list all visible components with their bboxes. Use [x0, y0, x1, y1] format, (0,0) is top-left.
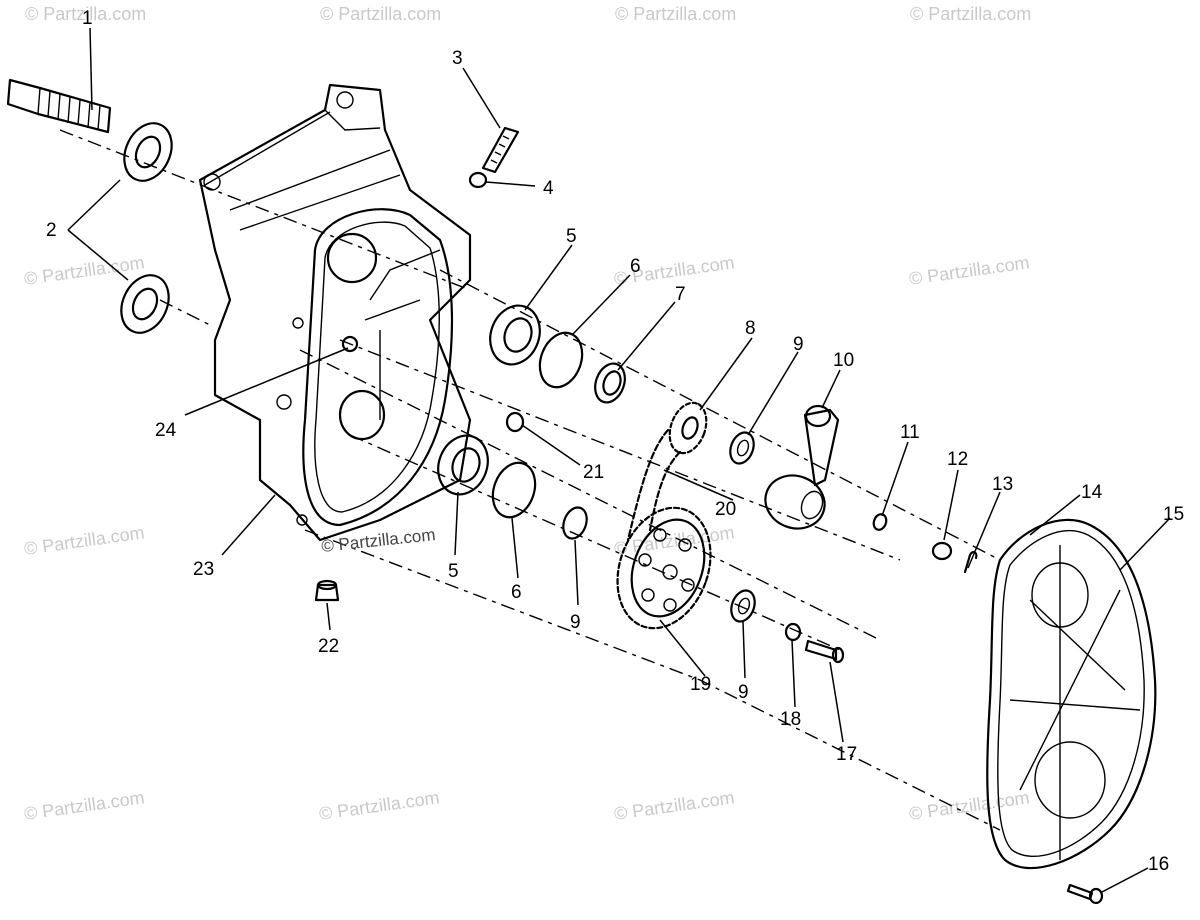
- callout-6-lower: 6: [511, 582, 522, 603]
- snap-ring-upper: [538, 331, 584, 389]
- callout-13: 13: [992, 474, 1013, 495]
- callout-18: 18: [780, 709, 801, 730]
- callout-labels: 1 2 3 4 5 5 6 6 7 8 9 9 9 10 11 12 13 14…: [46, 8, 1184, 875]
- callout-2: 2: [46, 220, 57, 241]
- nut-21: [505, 411, 525, 433]
- watermark: © Partzilla.com: [23, 252, 146, 289]
- watermark: © Partzilla.com: [25, 4, 146, 24]
- splined-shaft: [6, 78, 112, 134]
- watermark: © Partzilla.com: [615, 4, 736, 24]
- chaincase-cover: [986, 518, 1157, 870]
- bearing-upper: [489, 304, 541, 366]
- spacer-7: [594, 362, 626, 404]
- nut-12: [931, 541, 953, 561]
- callout-24: 24: [155, 420, 177, 441]
- washer-9c: [730, 589, 756, 623]
- watermark: © Partzilla.com: [318, 787, 441, 824]
- screw-16: [1066, 883, 1104, 905]
- callout-9-upper: 9: [793, 334, 804, 355]
- callout-21: 21: [583, 462, 604, 483]
- washer-18: [784, 622, 802, 642]
- callout-1: 1: [82, 8, 93, 29]
- plug-22: [314, 579, 340, 602]
- stud-24: [341, 335, 359, 353]
- callout-14: 14: [1081, 482, 1103, 503]
- callout-11: 11: [900, 422, 920, 443]
- callout-8: 8: [745, 318, 756, 339]
- watermark: © Partzilla.com: [23, 522, 146, 559]
- watermark: © Partzilla.com: [320, 4, 441, 24]
- callout-17: 17: [836, 744, 857, 765]
- top-sprocket: [668, 401, 708, 455]
- callout-19: 19: [690, 674, 711, 695]
- chain-track: [302, 208, 454, 527]
- washer-9a: [729, 431, 755, 465]
- nut-4: [468, 171, 488, 189]
- washer-11: [872, 513, 888, 531]
- watermark-inner: © Partzilla.com: [320, 525, 436, 556]
- bearing-lower: [437, 434, 489, 496]
- callout-9-middle: 9: [570, 612, 581, 633]
- callout-22: 22: [318, 636, 339, 657]
- callout-20: 20: [715, 499, 736, 520]
- bottom-sprocket: [616, 506, 712, 630]
- watermark: © Partzilla.com: [613, 787, 736, 824]
- callout-23: 23: [193, 559, 214, 580]
- washer-9b: [562, 506, 588, 540]
- seal-lower: [120, 274, 170, 334]
- callout-12: 12: [947, 449, 968, 470]
- bolt-3: [481, 126, 520, 174]
- leader-lines: [67, 27, 1171, 893]
- callout-3: 3: [452, 48, 463, 69]
- callout-15: 15: [1163, 504, 1184, 525]
- center-lines: [59, 129, 1001, 831]
- watermark: © Partzilla.com: [908, 787, 1031, 824]
- callout-7: 7: [675, 284, 686, 305]
- callout-16: 16: [1148, 854, 1169, 875]
- callout-6-upper: 6: [630, 256, 641, 277]
- bolt-17: [804, 639, 845, 664]
- drive-chain: [626, 428, 682, 542]
- watermark: © Partzilla.com: [23, 787, 146, 824]
- callout-4: 4: [543, 178, 554, 199]
- watermark: © Partzilla.com: [908, 252, 1031, 289]
- chaincase-housing: [198, 83, 472, 542]
- snap-ring-lower: [491, 461, 537, 519]
- callout-10: 10: [833, 350, 854, 371]
- seal-upper: [123, 122, 173, 182]
- callout-5-upper: 5: [566, 226, 577, 247]
- tensioner-arm: [764, 404, 840, 530]
- callout-5-lower: 5: [448, 561, 459, 582]
- watermark: © Partzilla.com: [910, 4, 1031, 24]
- callout-9-lower: 9: [738, 682, 749, 703]
